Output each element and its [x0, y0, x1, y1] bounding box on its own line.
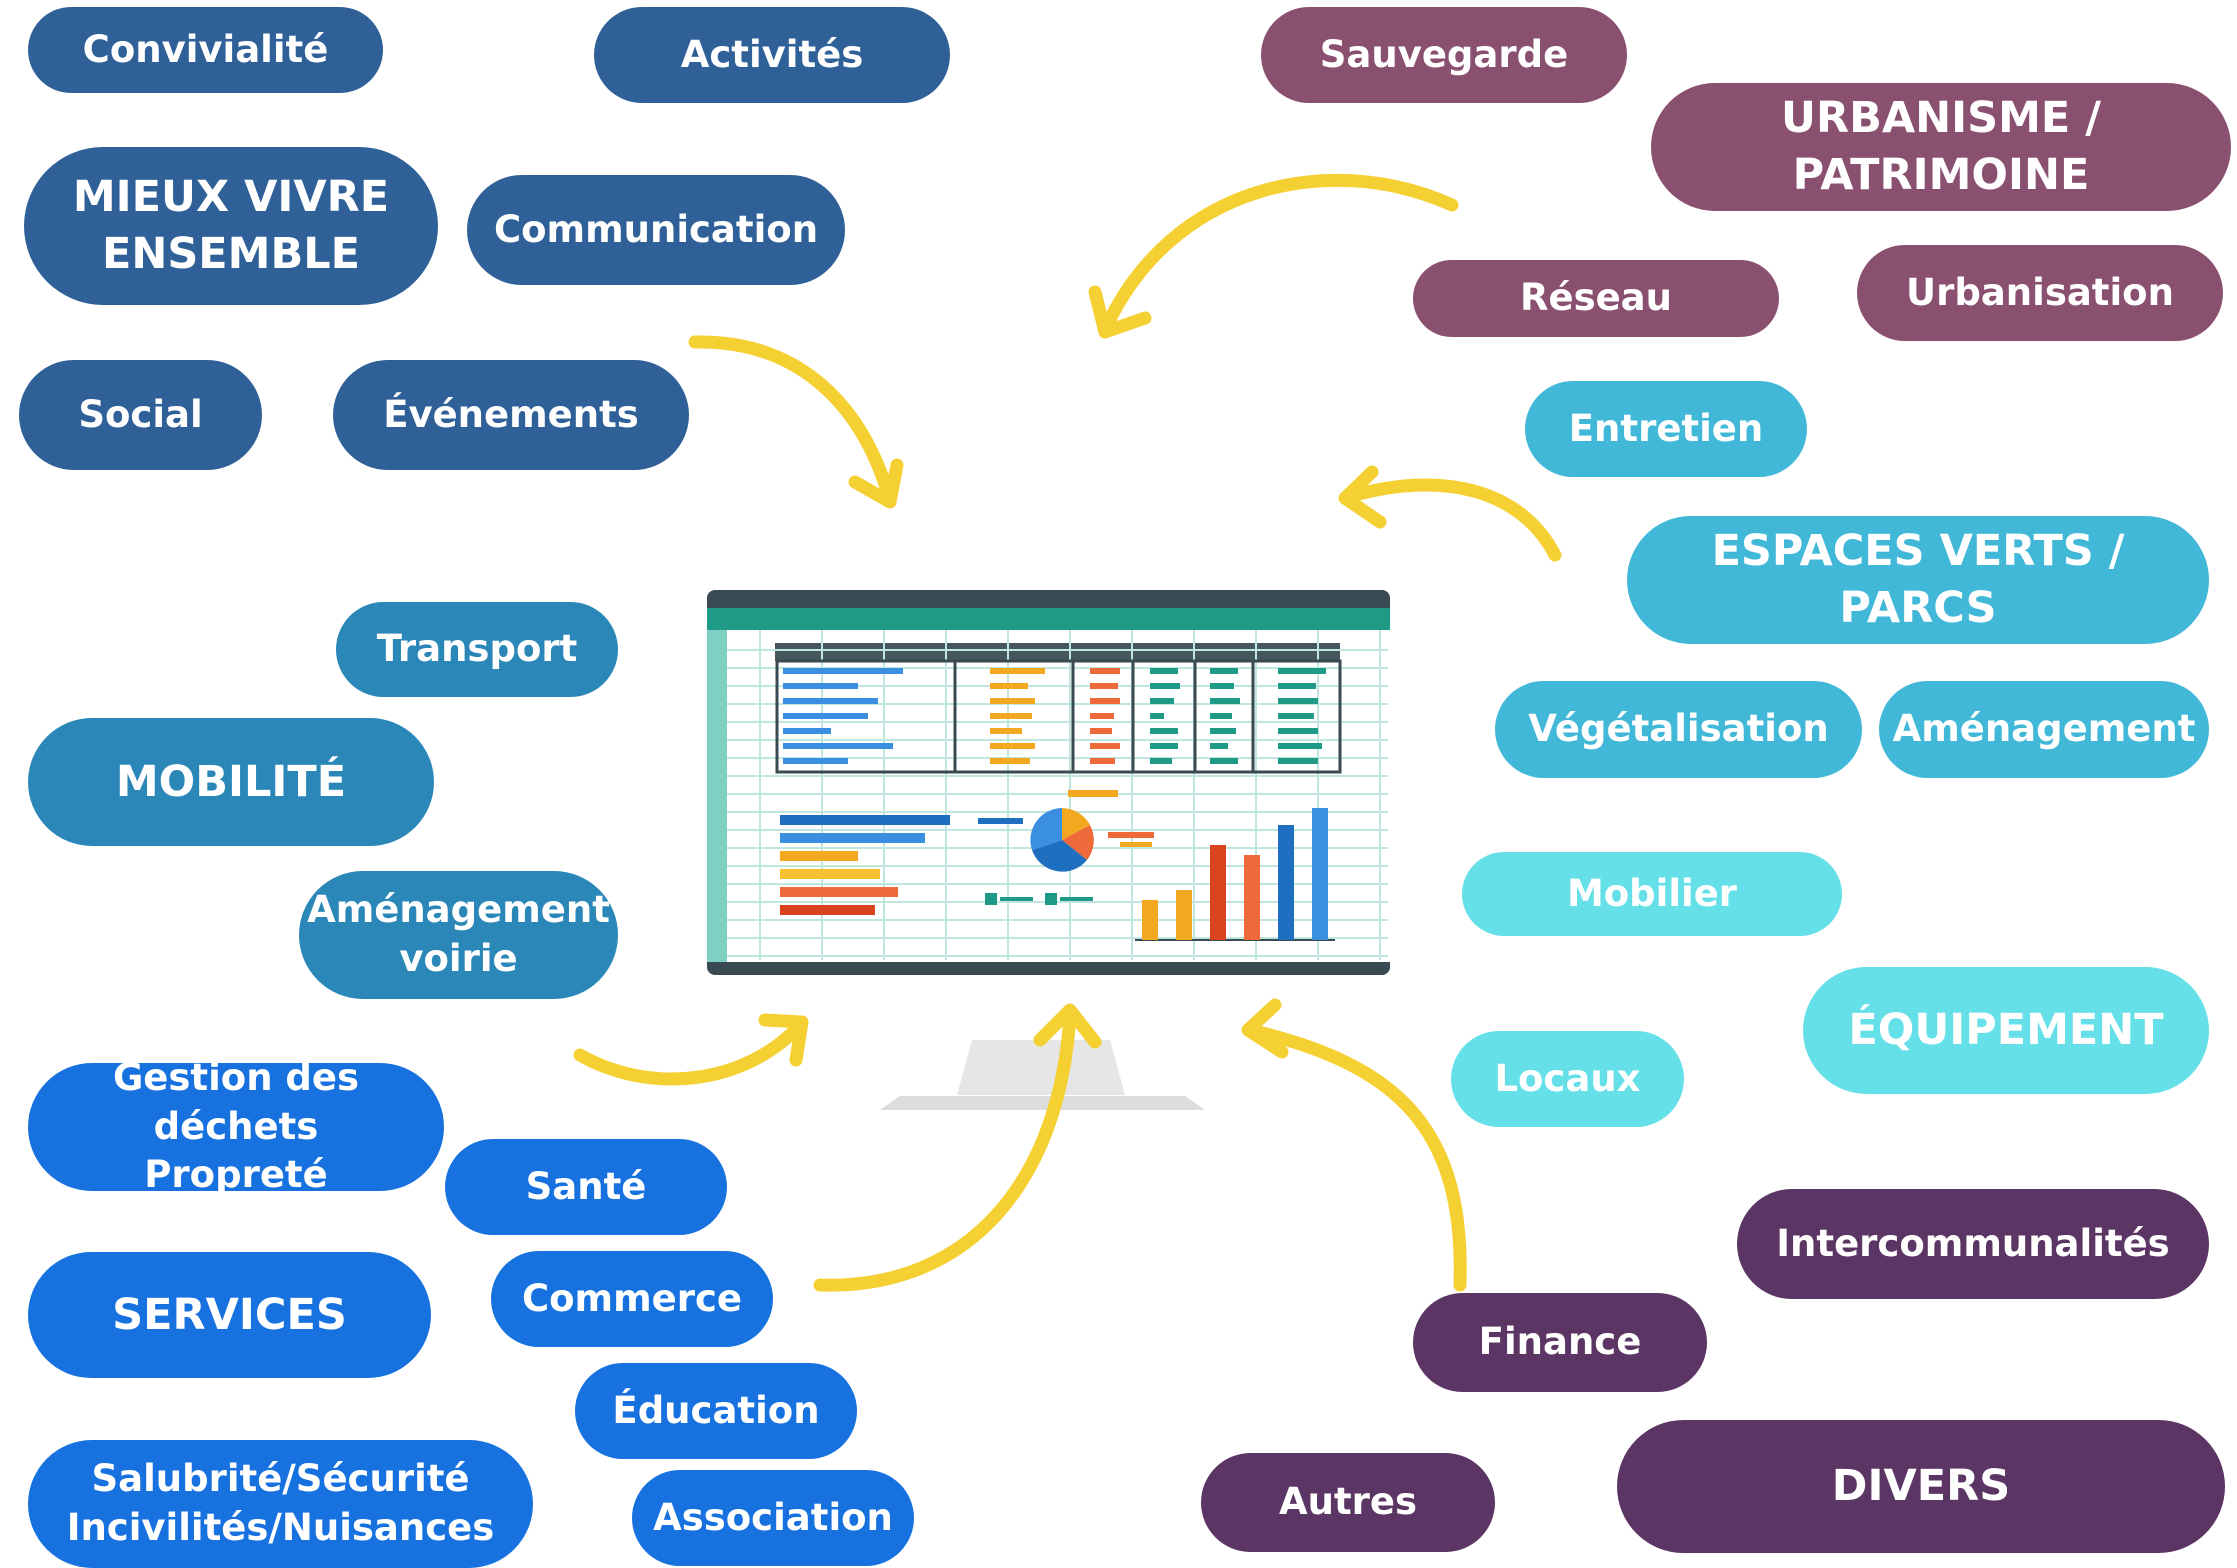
bubble-locaux: Locaux — [1451, 1031, 1684, 1127]
bubble-activites: Activités — [594, 7, 950, 103]
curved-arrow-icon — [1088, 173, 1459, 339]
curved-arrow-icon — [813, 1003, 1102, 1292]
bubble-espaces-verts-parcs: ESPACES VERTS / PARCS — [1627, 516, 2209, 644]
bubble-commerce: Commerce — [491, 1251, 773, 1347]
bubble-urbanisation: Urbanisation — [1857, 245, 2223, 341]
curved-arrow-icon — [1338, 465, 1562, 562]
bubble-reseau: Réseau — [1413, 260, 1779, 337]
bubble-social: Social — [19, 360, 262, 470]
bubble-convivialite: Convivialité — [28, 7, 383, 93]
bubble-transport: Transport — [336, 602, 618, 697]
bubble-services: SERVICES — [28, 1252, 431, 1378]
bubble-amenagement: Aménagement — [1879, 681, 2209, 778]
bubble-autres: Autres — [1201, 1453, 1495, 1552]
bubble-communication: Communication — [467, 175, 845, 285]
bubble-mobilier: Mobilier — [1462, 852, 1842, 936]
curved-arrow-icon — [1241, 998, 1467, 1292]
bubble-equipement: ÉQUIPEMENT — [1803, 967, 2209, 1094]
bubble-mobilite: MOBILITÉ — [28, 718, 434, 846]
bubble-finance: Finance — [1413, 1293, 1707, 1392]
bubble-intercommunalites: Intercommunalités — [1737, 1189, 2209, 1299]
curved-arrow-icon — [688, 335, 904, 509]
bubble-sauvegarde: Sauvegarde — [1261, 7, 1627, 103]
bubble-urbanisme-patrimoine: URBANISME / PATRIMOINE — [1651, 83, 2231, 211]
bubble-association: Association — [632, 1470, 914, 1566]
bubble-entretien: Entretien — [1525, 381, 1807, 477]
bubble-education: Éducation — [575, 1363, 857, 1459]
curved-arrow-icon — [573, 1013, 809, 1086]
bubble-sante: Santé — [445, 1139, 727, 1235]
bubble-evenements: Événements — [333, 360, 689, 470]
bubble-vegetalisation: Végétalisation — [1495, 681, 1862, 778]
bubble-divers: DIVERS — [1617, 1420, 2225, 1553]
